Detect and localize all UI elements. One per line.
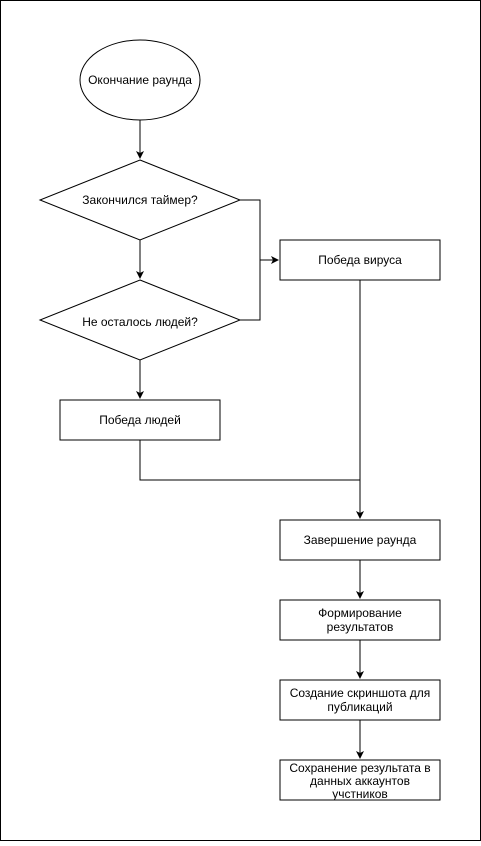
round-end-box <box>279 519 441 561</box>
connector-checks-merge <box>240 199 261 321</box>
results-label: Формирование результатов <box>318 606 402 634</box>
humans-win-box <box>59 399 221 441</box>
results-box <box>279 599 441 641</box>
screenshot-box <box>279 679 441 721</box>
timer-check-label: Закончился таймер? <box>82 193 198 207</box>
humans-check-label: Не осталось людей? <box>82 315 198 329</box>
screenshot-label: Создание скриншота для публикаций <box>289 686 431 714</box>
round-end-label: Завершение раунда <box>303 533 417 547</box>
humans-win-label: Победа людей <box>99 413 181 427</box>
save-label: Сохранение результата в данных аккаунтов… <box>289 760 431 801</box>
virus-win-label: Победа вируса <box>318 253 402 267</box>
start-label: Окончание раунда <box>88 73 192 87</box>
save-box <box>279 759 441 801</box>
connector-humans-win-to-round-end <box>139 440 360 481</box>
